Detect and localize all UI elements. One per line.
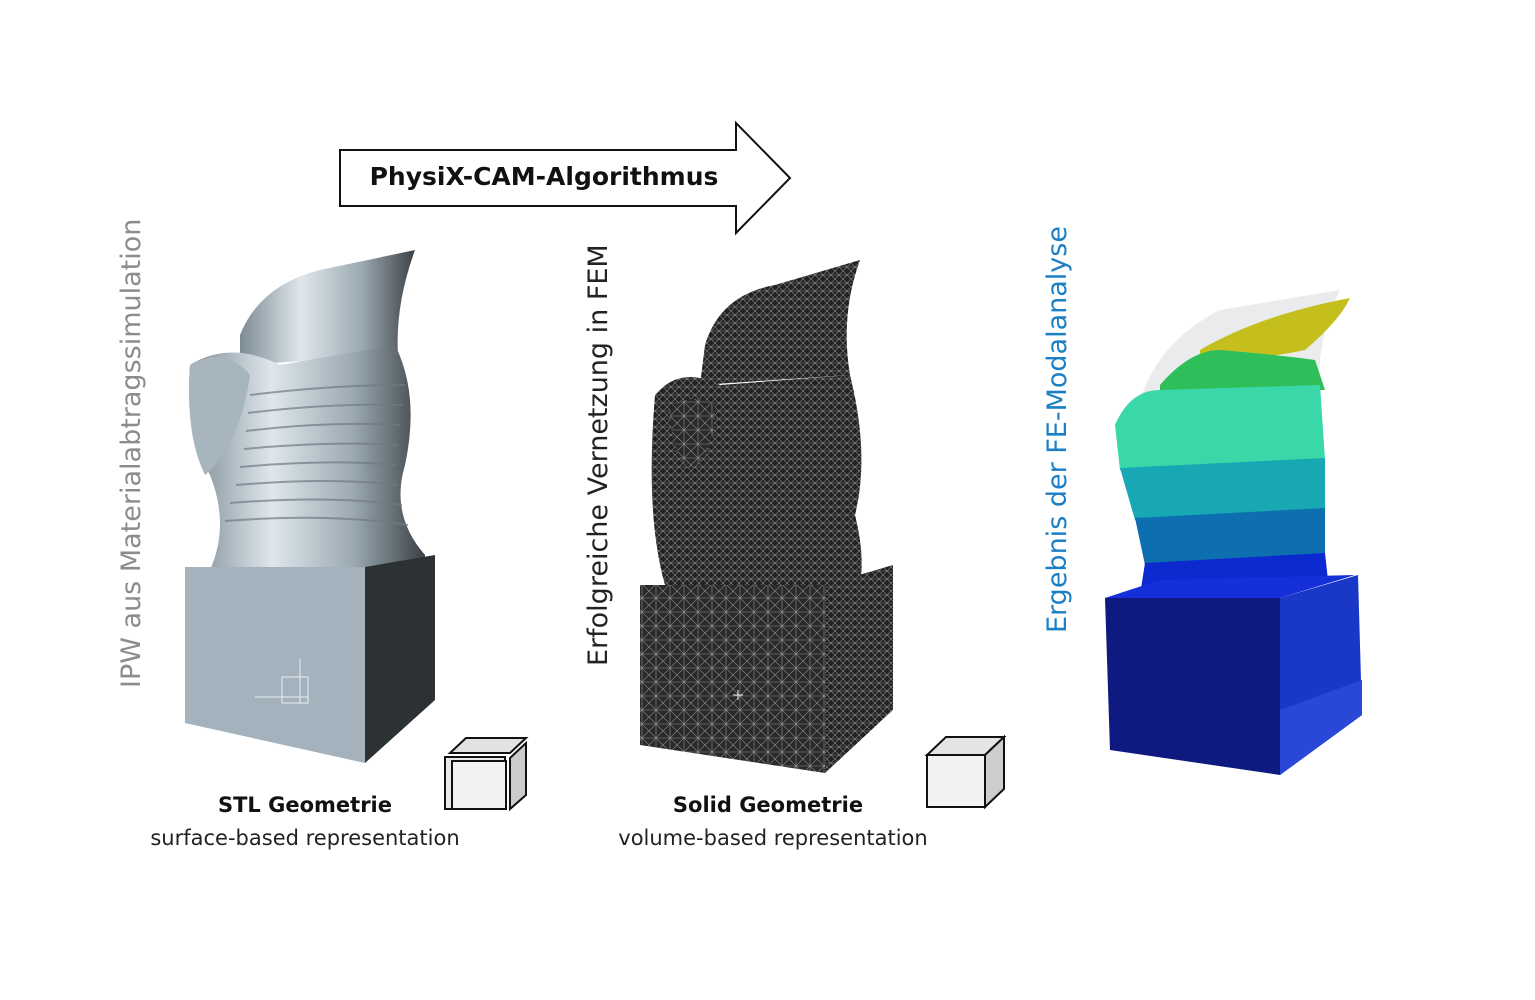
arrow-label: PhysiX-CAM-Algorithmus <box>369 162 719 191</box>
process-arrow: PhysiX-CAM-Algorithmus <box>338 120 798 236</box>
solid-subtitle: volume-based representation <box>618 826 928 850</box>
stl-subtitle: surface-based representation <box>150 826 460 850</box>
open-surface-cube-icon <box>444 737 529 812</box>
stl-geometry-model <box>185 250 435 763</box>
vertical-label-ipw: IPW aus Materialabtragssimulation <box>116 218 147 688</box>
modal-analysis-model <box>1105 290 1362 775</box>
solid-cube-icon <box>924 734 1007 810</box>
vertical-label-modal: Ergebnis der FE-Modalanalyse <box>1042 226 1073 633</box>
stl-title: STL Geometrie <box>217 793 392 817</box>
solid-title: Solid Geometrie <box>672 793 864 817</box>
arrow-shape <box>339 120 792 236</box>
vertical-label-fem: Erfolgreiche Vernetzung in FEM <box>583 244 614 666</box>
fem-mesh-model <box>640 260 893 773</box>
